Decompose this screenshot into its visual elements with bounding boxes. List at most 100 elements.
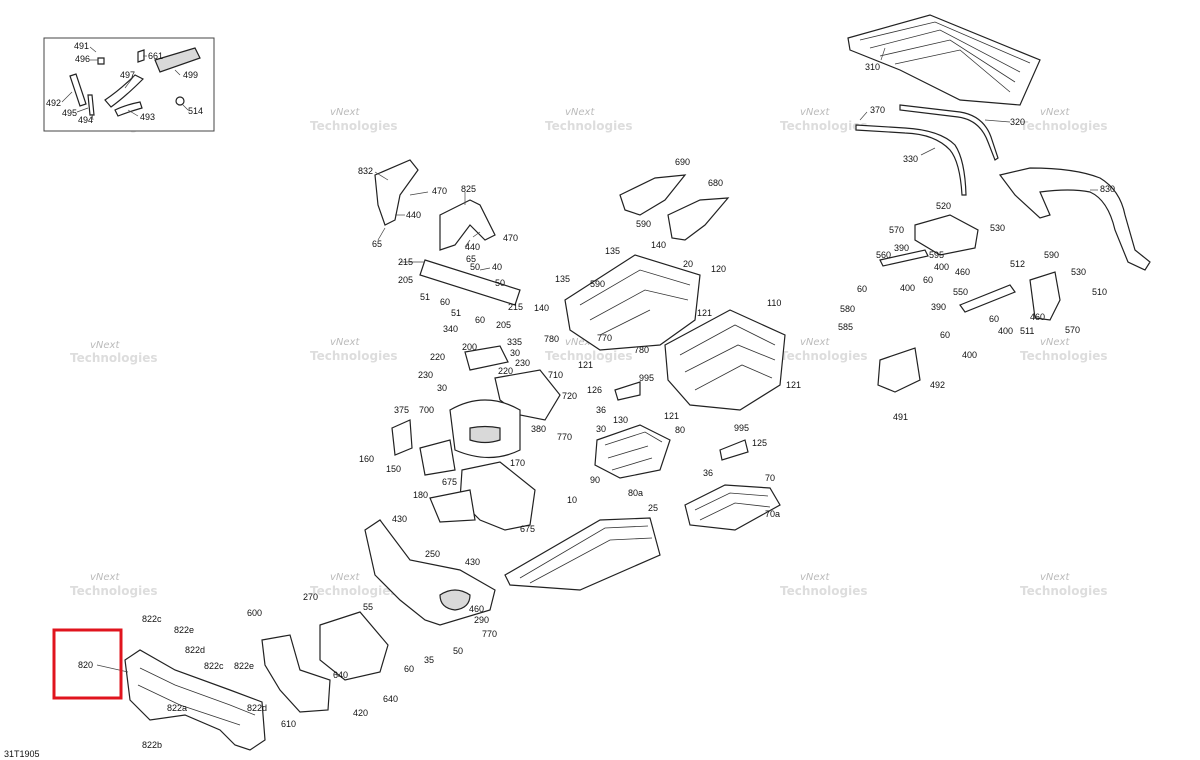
callout-65: 65 (372, 239, 382, 249)
part-125-shape (719, 439, 749, 461)
callout-580: 580 (840, 304, 855, 314)
callout-335: 335 (507, 337, 522, 347)
part-310-detail (859, 21, 1031, 93)
callout-496: 496 (75, 54, 90, 64)
callout-530: 530 (990, 223, 1005, 233)
part-110-detail (679, 324, 776, 391)
callout-590: 590 (1044, 250, 1059, 260)
callout-230: 230 (515, 358, 530, 368)
part-830-shape (998, 167, 1151, 271)
part-375-shape (391, 419, 413, 456)
rear-side-group: 520 570 530 560 390 595 400 460 60 60 40… (838, 201, 1107, 422)
callout-700: 700 (419, 405, 434, 415)
callout-110: 110 (767, 298, 781, 308)
callout-494: 494 (78, 115, 93, 125)
callout-390: 390 (894, 243, 909, 253)
callout-40: 40 (492, 262, 502, 272)
callout-270: 270 (303, 592, 318, 602)
callout-80: 80 (675, 425, 685, 435)
callout-215: 215 (398, 257, 413, 267)
part-499-shape (154, 47, 201, 73)
watermark-text: vNext (90, 572, 120, 583)
part-430-detail (439, 589, 471, 611)
callout-35: 35 (424, 655, 434, 665)
watermarks: vNext Technologies vNext Technologies vN… (70, 107, 1108, 598)
callout-822b: 822b (142, 740, 162, 750)
callout-390: 390 (931, 302, 946, 312)
callout-995: 995 (734, 423, 749, 433)
callout-585: 585 (838, 322, 853, 332)
callout-51: 51 (420, 292, 430, 302)
callout-780: 780 (634, 345, 649, 355)
watermark-text: vNext (1040, 107, 1070, 118)
upper-left-group: 832 470 440 65 825 440 65 470 215 40 205… (358, 159, 577, 534)
watermark-text: Technologies (545, 119, 633, 133)
part-514-shape (175, 96, 185, 106)
watermark-text: vNext (800, 572, 830, 583)
callout-30: 30 (596, 424, 606, 434)
watermark-text: vNext (330, 572, 360, 583)
callout-60: 60 (940, 330, 950, 340)
callout-680: 680 (708, 178, 723, 188)
callout-661: 661 (148, 51, 163, 61)
callout-50: 50 (495, 278, 505, 288)
part-492b-shape (877, 347, 921, 393)
callout-126: 126 (587, 385, 602, 395)
callout-832: 832 (358, 166, 373, 176)
callout-460: 460 (955, 267, 970, 277)
callout-770: 770 (557, 432, 572, 442)
callout-220: 220 (430, 352, 445, 362)
callout-60: 60 (475, 315, 485, 325)
callout-140: 140 (651, 240, 666, 250)
callout-822e: 822e (234, 661, 254, 671)
watermark-text: vNext (565, 337, 595, 348)
highlight-box (52, 628, 123, 700)
callout-430: 430 (392, 514, 407, 524)
callout-822d: 822d (247, 703, 267, 713)
callout-51: 51 (451, 308, 461, 318)
part-492-shape (69, 73, 87, 107)
part-320-shape (899, 104, 999, 161)
part-20-shape (564, 254, 701, 351)
callout-170: 170 (510, 458, 525, 468)
part-10-shape (504, 517, 661, 591)
callout-400: 400 (998, 326, 1013, 336)
callout-822c: 822c (142, 614, 162, 624)
callout-60: 60 (404, 664, 414, 674)
part-661-shape (137, 49, 145, 63)
callout-493: 493 (140, 112, 155, 122)
callout-220: 220 (498, 366, 513, 376)
callout-36: 36 (703, 468, 713, 478)
watermark-text: Technologies (310, 119, 398, 133)
callout-121: 121 (578, 360, 593, 370)
watermark-text: vNext (330, 337, 360, 348)
part-832-shape (374, 159, 419, 226)
callout-135: 135 (605, 246, 620, 256)
rear-rack-group: 310 370 320 330 830 (847, 14, 1151, 271)
callout-60: 60 (989, 314, 999, 324)
callout-310: 310 (865, 62, 880, 72)
part-493-shape (114, 101, 143, 117)
callout-640: 640 (333, 670, 348, 680)
callout-590: 590 (590, 279, 605, 289)
callout-690: 690 (675, 157, 690, 167)
part-20-detail (579, 269, 691, 336)
part-200-shape (464, 345, 509, 371)
callout-50: 50 (453, 646, 463, 656)
callout-60: 60 (440, 297, 450, 307)
callout-30: 30 (510, 348, 520, 358)
front-body-group: 430 250 430 460 270 55 290 770 35 50 60 … (247, 514, 497, 729)
callout-822a: 822a (167, 703, 187, 713)
watermark-text: vNext (90, 340, 120, 351)
callout-570: 570 (889, 225, 904, 235)
callout-215: 215 (508, 302, 523, 312)
part-40-shape (419, 259, 521, 306)
part-820-shape (124, 649, 266, 751)
callout-65: 65 (466, 254, 476, 264)
callout-590: 590 (636, 219, 651, 229)
part-520-shape (914, 214, 979, 256)
leader-820 (96, 664, 129, 673)
callout-595: 595 (929, 250, 944, 260)
part-70-detail (694, 492, 771, 521)
front-bumper-group: 820 822c 822e 822d 822c 822e 822a 822d 8… (52, 614, 267, 751)
